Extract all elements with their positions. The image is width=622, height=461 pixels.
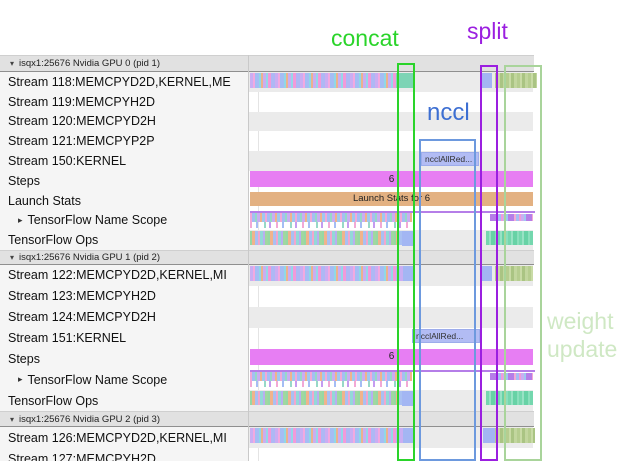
split-annotation-label: split xyxy=(467,18,508,44)
weight-update-marker-box xyxy=(504,65,542,461)
track-label-stream-151[interactable]: Stream 151:KERNEL xyxy=(8,331,127,346)
trace-event-steps[interactable]: 6 xyxy=(250,348,533,365)
trace-event-teal[interactable] xyxy=(396,73,414,88)
track-row-background xyxy=(248,111,533,132)
trace-event-steps[interactable]: 6 xyxy=(250,171,533,187)
trace-event-nsline[interactable] xyxy=(250,210,535,213)
track-label-stream-127[interactable]: Stream 127:MEMCPYH2D xyxy=(8,451,156,461)
trace-event-blueseg[interactable] xyxy=(483,428,495,443)
trace-event-ops[interactable] xyxy=(250,231,402,246)
collapse-arrow-icon: ▾ xyxy=(10,253,15,262)
trace-event-stripes[interactable] xyxy=(250,428,403,443)
track-label-steps[interactable]: Steps xyxy=(8,173,40,188)
nccl-annotation-label: nccl xyxy=(427,99,470,126)
trace-event-ncclbar[interactable]: ncclAllRed... xyxy=(421,152,479,167)
collapse-arrow-icon: ▾ xyxy=(10,59,15,68)
track-row-background xyxy=(248,306,533,328)
expand-arrow-icon: ▸ xyxy=(18,374,23,385)
track-label-steps[interactable]: Steps xyxy=(8,352,40,367)
trace-event-launch[interactable]: Launch Stats for 6 xyxy=(250,191,533,206)
trace-event-stripes[interactable] xyxy=(250,73,396,88)
trace-event-blueseg[interactable] xyxy=(403,428,413,443)
trace-event-ns[interactable] xyxy=(250,371,412,387)
trace-event-blueseg[interactable] xyxy=(403,266,413,281)
section-header-gpu-0[interactable]: ▾isqx1:25676 Nvidia GPU 0 (pid 1) xyxy=(0,55,534,72)
track-label-stream-119[interactable]: Stream 119:MEMCPYH2D xyxy=(8,94,156,109)
track-label-launch-stats[interactable]: Launch Stats xyxy=(8,193,81,208)
expand-arrow-icon: ▸ xyxy=(18,214,23,225)
weight-update-annotation-label: weight update xyxy=(547,308,618,362)
trace-event-ncclbar[interactable]: ncclAllRed... xyxy=(412,328,480,343)
collapse-arrow-icon: ▾ xyxy=(10,414,15,424)
track-label-stream-124[interactable]: Stream 124:MEMCPYD2H xyxy=(8,310,156,325)
trace-event-nsline[interactable] xyxy=(250,369,535,372)
trace-event-blueseg[interactable] xyxy=(402,391,413,407)
trace-event-stripes[interactable] xyxy=(250,266,403,281)
trace-event-nsright[interactable] xyxy=(490,372,533,380)
panel-divider xyxy=(248,55,249,461)
trace-event-blueseg[interactable] xyxy=(481,73,492,88)
trace-event-ns[interactable] xyxy=(250,212,412,228)
split-marker-box xyxy=(480,65,498,461)
trace-event-ops[interactable] xyxy=(250,391,402,406)
section-header-gpu-2[interactable]: ▾isqx1:25676 Nvidia GPU 2 (pid 3) xyxy=(0,411,534,427)
trace-event-blueseg[interactable] xyxy=(481,266,492,281)
track-label-stream-120[interactable]: Stream 120:MEMCPYD2H xyxy=(8,114,156,129)
track-label-tf-name-scope[interactable]: ▸TensorFlow Name Scope xyxy=(18,372,168,387)
track-label-stream-126[interactable]: Stream 126:MEMCPYD2D,KERNEL,MI xyxy=(8,430,227,445)
track-label-tf-ops[interactable]: TensorFlow Ops xyxy=(8,233,99,248)
track-label-stream-123[interactable]: Stream 123:MEMCPYH2D xyxy=(8,289,156,304)
track-label-tf-name-scope[interactable]: ▸TensorFlow Name Scope xyxy=(18,213,168,228)
track-label-stream-121[interactable]: Stream 121:MEMCPYP2P xyxy=(8,134,155,149)
track-label-tf-ops[interactable]: TensorFlow Ops xyxy=(8,393,99,408)
track-label-stream-118[interactable]: Stream 118:MEMCPYD2D,KERNEL,ME xyxy=(8,74,231,89)
trace-event-blueseg[interactable] xyxy=(402,231,413,247)
section-header-gpu-1[interactable]: ▾isqx1:25676 Nvidia GPU 1 (pid 2) xyxy=(0,250,534,265)
nccl-marker-box xyxy=(419,139,476,461)
trace-event-nsright[interactable] xyxy=(490,213,533,221)
concat-annotation-label: concat xyxy=(331,25,399,51)
track-label-stream-122[interactable]: Stream 122:MEMCPYD2D,KERNEL,MI xyxy=(8,268,227,283)
track-label-stream-150[interactable]: Stream 150:KERNEL xyxy=(8,154,127,169)
concat-marker-box xyxy=(397,63,415,461)
